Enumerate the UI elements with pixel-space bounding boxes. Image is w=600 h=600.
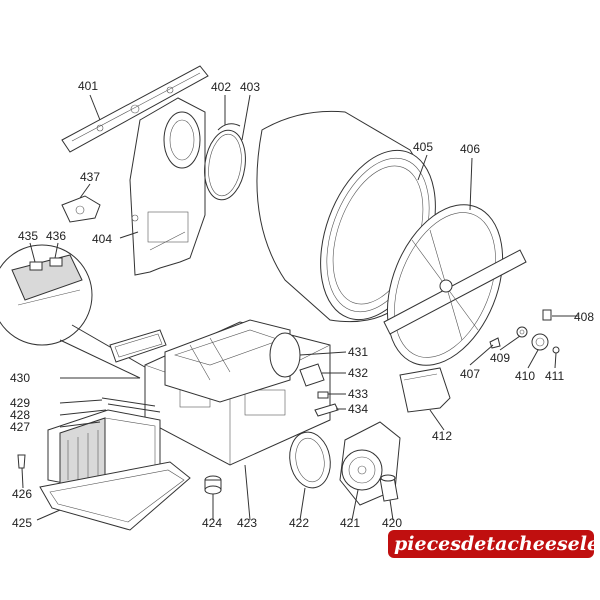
- part-434-gasket: [314, 403, 339, 417]
- part-430-filter-frame: [109, 329, 167, 363]
- label-409: 409: [490, 351, 510, 365]
- part-425-tray: [39, 461, 191, 531]
- label-402: 402: [211, 80, 231, 94]
- label-436: 436: [46, 229, 66, 243]
- part-429-seal: [101, 397, 156, 407]
- part-411-washer: [552, 346, 560, 354]
- part-424-foot: [204, 475, 222, 495]
- label-410: 410: [515, 369, 535, 383]
- watermark: piecesdetacheeselec.com: [388, 530, 600, 558]
- part-409-roller: [516, 326, 528, 338]
- label-421: 421: [340, 516, 360, 530]
- label-411: 411: [545, 369, 564, 383]
- label-412: 412: [432, 429, 452, 443]
- label-426: 426: [12, 487, 32, 501]
- part-427-condenser: [47, 409, 161, 491]
- label-427: 427: [10, 420, 30, 434]
- label-428: 428: [10, 408, 30, 422]
- label-433: 433: [348, 387, 368, 401]
- label-423: 423: [237, 516, 257, 530]
- part-410-bearing: [531, 333, 549, 351]
- label-420: 420: [382, 516, 402, 530]
- label-435: 435: [18, 229, 38, 243]
- label-432: 432: [348, 366, 368, 380]
- part-408-fastener: [542, 309, 552, 321]
- part-433-clip: [317, 391, 329, 399]
- label-408: 408: [574, 310, 594, 324]
- label-406: 406: [460, 142, 480, 156]
- leader-lines: [21, 94, 578, 521]
- label-431: 431: [348, 345, 368, 359]
- part-420-cylinder: [379, 474, 399, 502]
- part-431-top-duct: [164, 319, 301, 403]
- part-402-clip: [217, 123, 241, 131]
- label-437: 437: [80, 170, 100, 184]
- watermark-text: piecesdetacheeselec.com: [394, 533, 600, 555]
- part-437-sensor: [61, 195, 101, 223]
- part-403-seal-ring: [204, 129, 246, 201]
- label-401: 401: [78, 79, 98, 93]
- label-434: 434: [348, 402, 368, 416]
- part-422-duct-ring: [289, 431, 331, 489]
- label-407: 407: [460, 367, 480, 381]
- watermark-background: [388, 530, 594, 558]
- part-412-filter-housing: [399, 367, 451, 413]
- label-422: 422: [289, 516, 309, 530]
- label-430: 430: [10, 371, 30, 385]
- detail-zoom-circle: [0, 244, 151, 379]
- label-403: 403: [240, 80, 260, 94]
- part-428-seal: [107, 403, 161, 413]
- label-404: 404: [92, 232, 112, 246]
- label-405: 405: [413, 140, 433, 154]
- label-425: 425: [12, 516, 32, 530]
- part-404-rear-duct: [129, 97, 206, 276]
- part-432-switch: [299, 363, 325, 387]
- label-424: 424: [202, 516, 222, 530]
- part-401-top-bracket: [61, 65, 209, 153]
- label-429: 429: [10, 396, 30, 410]
- part-406-front-plate: [383, 204, 527, 366]
- part-426-knob: [17, 454, 26, 469]
